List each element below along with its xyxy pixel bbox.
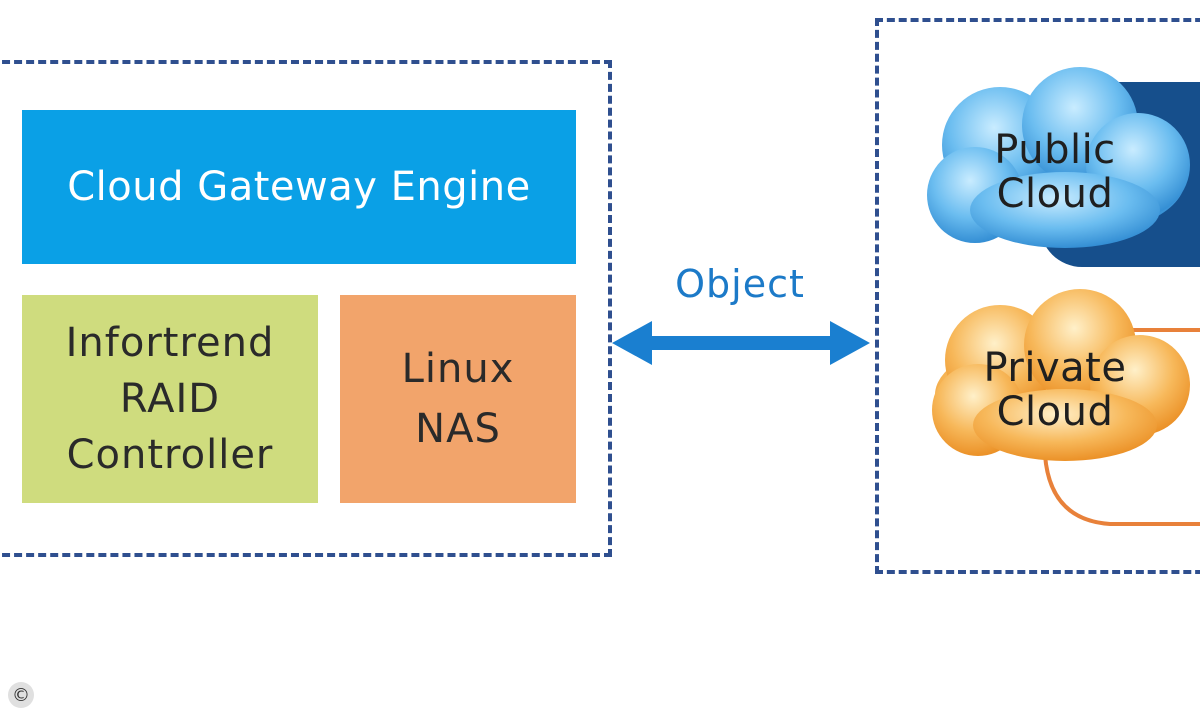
object-connector-label: Object (675, 262, 805, 306)
private-cloud-label: Private Cloud (983, 345, 1127, 435)
public-cloud-icon (927, 67, 1190, 248)
public-cloud-label: Public Cloud (994, 127, 1116, 217)
linux-nas-block: Linux NAS (340, 295, 576, 503)
double-arrow-icon (612, 321, 870, 365)
private-cloud-icon (932, 289, 1190, 461)
gateway-group-frame (0, 60, 612, 557)
cloud-gateway-engine-block: Cloud Gateway Engine (22, 110, 576, 264)
cloud-group-frame (875, 18, 1200, 574)
raid-controller-block: Infortrend RAID Controller (22, 295, 318, 503)
copyright-icon: © (8, 682, 34, 708)
